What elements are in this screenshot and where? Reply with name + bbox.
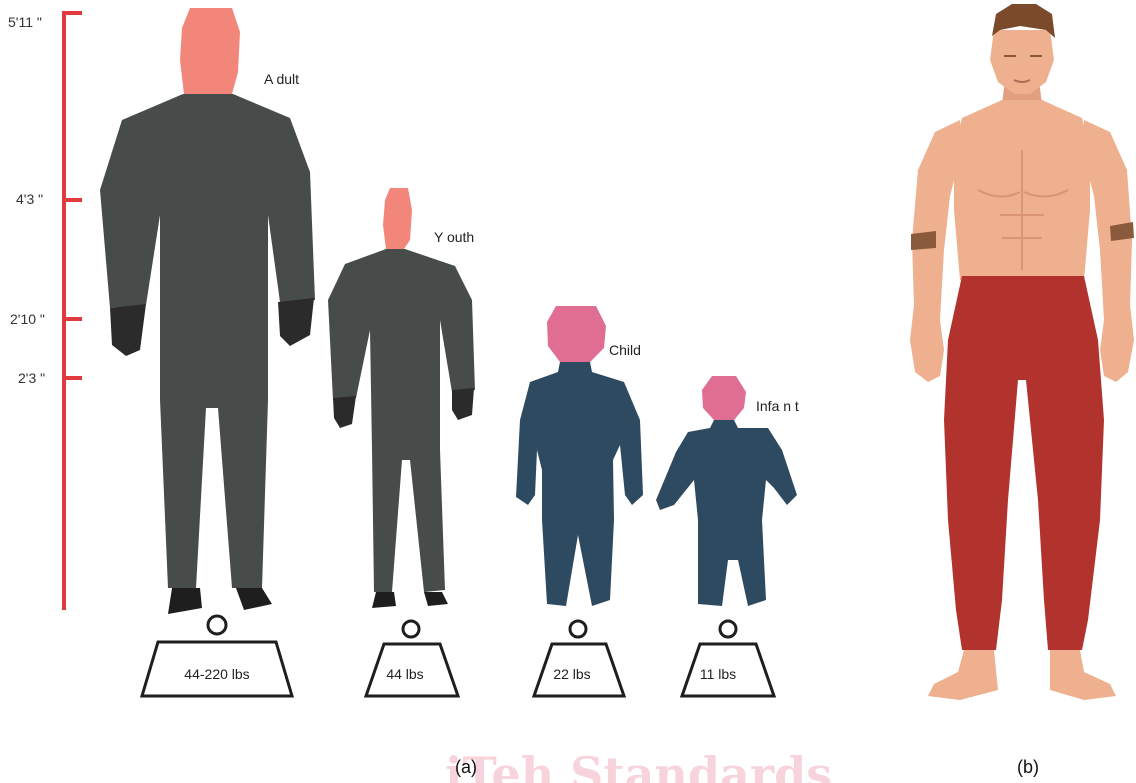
weight-ring bbox=[403, 621, 419, 637]
height-label: 2'10 " bbox=[10, 311, 45, 327]
weight-ring bbox=[720, 621, 736, 637]
weight-youth: 44 lbs bbox=[366, 621, 458, 696]
human-head bbox=[990, 30, 1054, 94]
youth-dummy bbox=[328, 188, 475, 608]
adult-dummy bbox=[100, 8, 315, 614]
youth-right-hand bbox=[452, 388, 474, 420]
panel-label-b: (b) bbox=[1017, 757, 1039, 777]
youth-head bbox=[383, 188, 412, 249]
height-label: 4'3 " bbox=[16, 191, 43, 207]
youth-left-hand bbox=[333, 396, 356, 428]
child-head bbox=[547, 306, 606, 362]
panel-label-a: (a) bbox=[455, 757, 477, 777]
height-label: 2'3 " bbox=[18, 370, 45, 386]
height-label: 5'11 " bbox=[8, 14, 42, 30]
watermark: iTeh Standards bbox=[445, 747, 832, 783]
youth-right-foot bbox=[424, 592, 448, 606]
infant-body bbox=[656, 420, 797, 606]
height-scale: 5'11 " 4'3 " 2'10 " 2'3 " bbox=[8, 12, 82, 610]
weight-adult: 44-220 lbs bbox=[142, 616, 292, 696]
human-pants bbox=[944, 276, 1104, 650]
adult-right-hand bbox=[278, 298, 314, 346]
weight-label-youth: 44 lbs bbox=[386, 666, 423, 682]
weight-infant: 11 lbs bbox=[682, 621, 774, 696]
figure-label-youth: Y outh bbox=[434, 229, 474, 245]
weight-ring bbox=[570, 621, 586, 637]
adult-left-foot bbox=[168, 588, 202, 614]
weight-label-child: 22 lbs bbox=[553, 666, 590, 682]
adult-head bbox=[180, 8, 240, 94]
figure-label-adult: A dult bbox=[264, 71, 299, 87]
weight-child: 22 lbs bbox=[534, 621, 624, 696]
figure-label-child: Child bbox=[609, 342, 641, 358]
child-body bbox=[516, 362, 643, 606]
weight-label-adult: 44-220 lbs bbox=[184, 666, 249, 682]
adult-left-hand bbox=[110, 304, 146, 356]
human-right-foot bbox=[1050, 650, 1116, 700]
figure-label-infant: Infa n t bbox=[756, 398, 799, 414]
weight-ring bbox=[208, 616, 226, 634]
adult-right-foot bbox=[236, 588, 272, 610]
human-left-armband bbox=[911, 231, 936, 250]
youth-left-foot bbox=[372, 592, 396, 608]
human-left-foot bbox=[928, 650, 998, 700]
infant-head bbox=[702, 376, 746, 420]
human-figure bbox=[910, 4, 1134, 700]
weight-label-infant: 11 lbs bbox=[700, 666, 736, 682]
